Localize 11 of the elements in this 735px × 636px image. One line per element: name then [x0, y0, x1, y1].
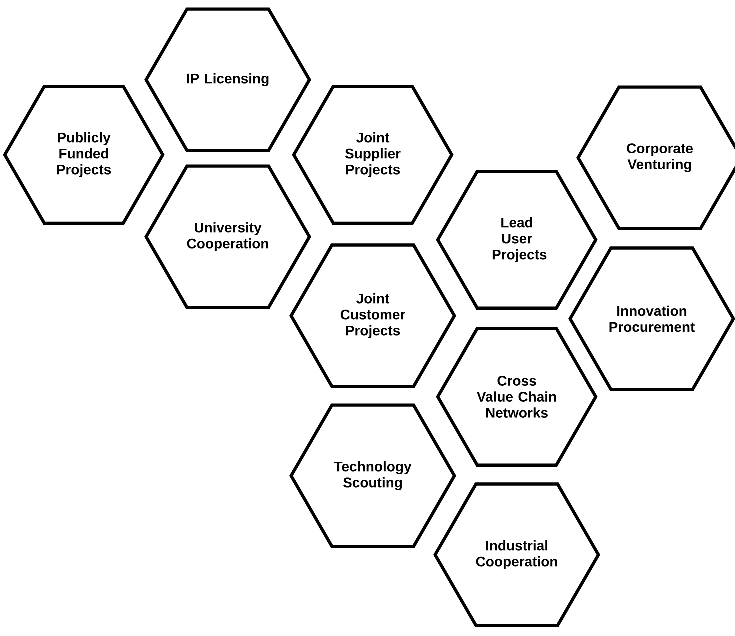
hexagon: Lead User Projects — [436, 170, 598, 310]
hexagon: Corporate Venturing — [576, 86, 735, 230]
hexagon: Industrial Cooperation — [434, 482, 600, 628]
hexagon: University Cooperation — [144, 164, 312, 310]
hexagon: Technology Scouting — [290, 404, 456, 548]
hexagon: Joint Supplier Projects — [292, 84, 454, 226]
hexagon: IP Licensing — [144, 8, 312, 152]
hexagon: Cross Value Chain Networks — [436, 326, 598, 468]
hexagon: Innovation Procurement — [568, 246, 735, 392]
hexagon: Joint Customer Projects — [290, 244, 456, 388]
hexagon: Publicly Funded Projects — [3, 84, 165, 226]
